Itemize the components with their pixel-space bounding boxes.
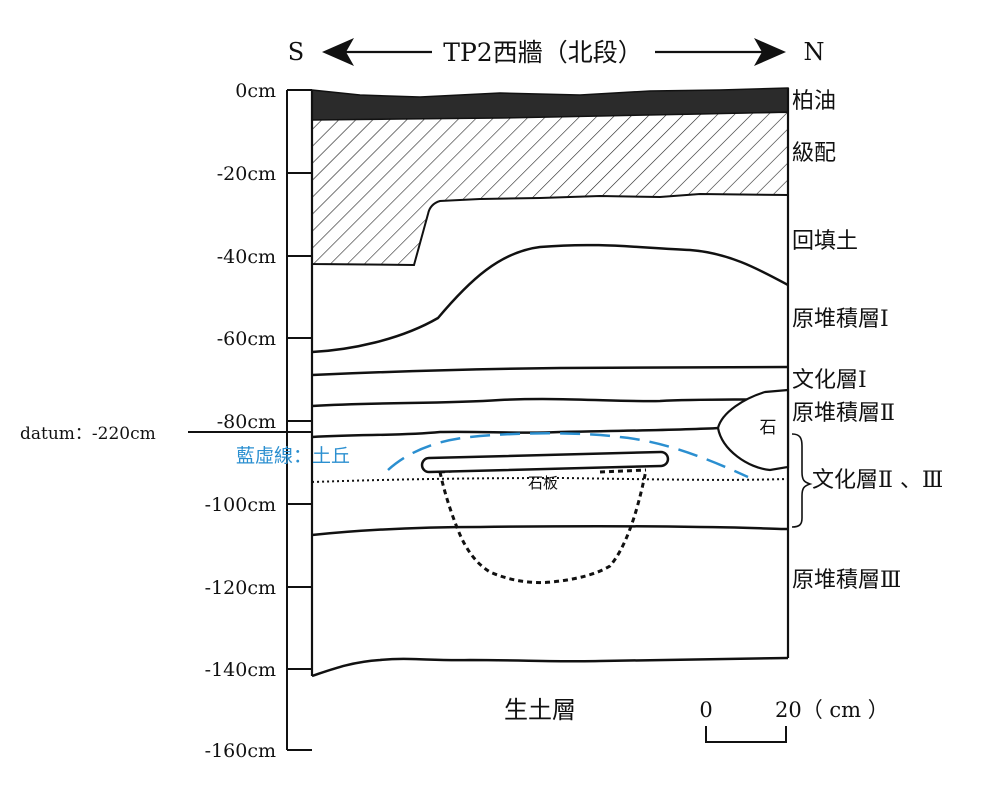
- layer-label-culture-2-3: 文化層Ⅱ 、Ⅲ: [812, 468, 943, 493]
- svg-text:0cm: 0cm: [235, 80, 276, 102]
- south-arrow-head: [322, 38, 354, 66]
- scale-end-label: 20（ cm ）: [775, 698, 889, 722]
- depth-tick: -100cm: [205, 494, 312, 516]
- depth-tick: -120cm: [205, 577, 312, 599]
- depth-tick: -160cm: [205, 740, 312, 762]
- scale-start-label: 0: [699, 698, 712, 722]
- datum-label: datum：-220cm: [20, 424, 156, 444]
- svg-text:-20cm: -20cm: [217, 163, 276, 185]
- boundary-deposit-2-top: [311, 397, 789, 408]
- stone-label: 石: [760, 418, 777, 438]
- svg-text:-140cm: -140cm: [205, 659, 276, 681]
- layer-label-culture-1: 文化層Ⅰ: [792, 368, 867, 393]
- layer-labels: 柏油 級配 回填土 原堆積層Ⅰ 文化層Ⅰ 原堆積層Ⅱ 文化層Ⅱ 、Ⅲ 原堆積層Ⅲ: [792, 89, 943, 593]
- profile-title: TP2西牆（北段）: [443, 38, 642, 67]
- depth-tick: 0cm: [235, 80, 312, 102]
- mound-outline: [387, 432, 749, 479]
- boundary-subsoil-top: [311, 656, 789, 678]
- svg-text:-40cm: -40cm: [217, 246, 276, 268]
- svg-text:-160cm: -160cm: [205, 740, 276, 762]
- orientation-header: S TP2西牆（北段） N: [288, 38, 825, 67]
- layer-label-asphalt: 柏油: [792, 89, 836, 114]
- gravel-layer: [311, 110, 789, 267]
- profile-section: 石 石板: [310, 87, 790, 678]
- boundary-dotted-interface: [311, 476, 789, 483]
- layer-label-deposit-2: 原堆積層Ⅱ: [792, 401, 895, 426]
- stone-slab: [420, 450, 670, 474]
- layer-label-backfill: 回填土: [792, 229, 858, 254]
- pit-outline-left: [438, 469, 648, 585]
- depth-tick: -20cm: [217, 163, 312, 185]
- south-label: S: [288, 38, 304, 66]
- datum-marker: datum：-220cm: [20, 424, 312, 444]
- depth-axis: 0cm -20cm -40cm -60cm -80cm -100cm -120c…: [205, 80, 312, 762]
- north-label: N: [804, 38, 825, 66]
- svg-text:-120cm: -120cm: [205, 577, 276, 599]
- depth-tick: -40cm: [217, 246, 312, 268]
- boundary-culture-1-top: [311, 365, 789, 377]
- boundary-deposit-3-top: [311, 525, 789, 537]
- scale-bar: 0 20（ cm ）: [699, 698, 889, 743]
- stone-feature: [716, 388, 790, 472]
- north-arrow-head: [754, 38, 786, 66]
- layer-label-subsoil: 生土層: [504, 696, 576, 724]
- culture-2-3-brace: [791, 433, 813, 528]
- layer-label-deposit-3: 原堆積層Ⅲ: [792, 568, 901, 593]
- depth-tick: -60cm: [217, 328, 312, 350]
- svg-text:-100cm: -100cm: [205, 494, 276, 516]
- depth-tick: -140cm: [205, 659, 312, 681]
- scale-line: [705, 726, 787, 743]
- svg-text:-60cm: -60cm: [217, 328, 276, 350]
- slab-label: 石板: [528, 474, 558, 492]
- mound-legend-label: 藍虛線：土丘: [236, 445, 350, 467]
- depth-tick: -80cm: [217, 411, 312, 433]
- pit-rim-right: [599, 468, 647, 474]
- layer-label-deposit-1: 原堆積層Ⅰ: [792, 307, 889, 332]
- layer-label-gravel: 級配: [792, 141, 836, 166]
- boundary-deposit-1-top: [311, 243, 789, 354]
- boundary-culture-2-top: [311, 426, 721, 439]
- svg-text:-80cm: -80cm: [217, 411, 276, 433]
